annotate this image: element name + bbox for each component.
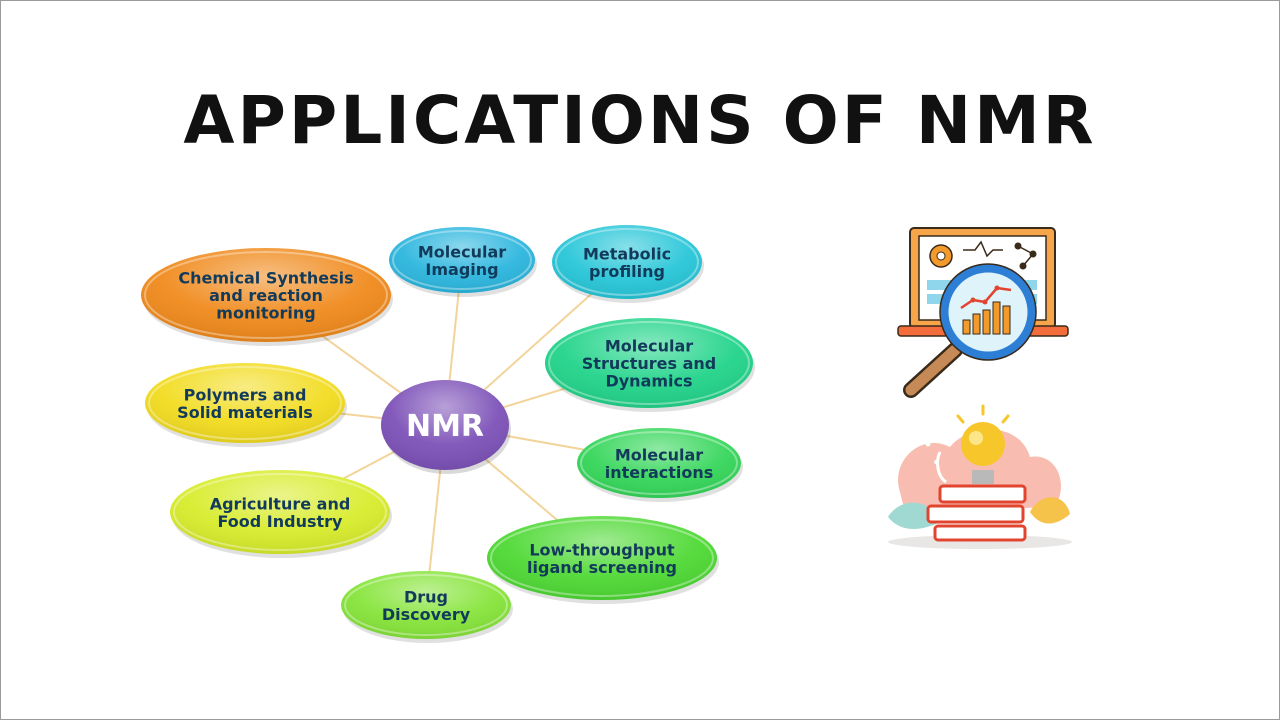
node-label-molecular-interactions: interactions xyxy=(605,463,714,482)
node-label-molecular-structures: Dynamics xyxy=(605,372,692,391)
node-label-drug-discovery: Discovery xyxy=(382,605,471,624)
node-label-molecular-interactions: Molecular xyxy=(615,445,703,464)
node-label-metabolic-profiling: profiling xyxy=(589,262,665,281)
node-label-metabolic-profiling: Metabolic xyxy=(583,244,671,263)
node-label-chemical-synthesis: monitoring xyxy=(216,304,315,323)
node-label-molecular-structures: Molecular xyxy=(605,337,693,356)
node-label-polymers: Polymers and xyxy=(184,385,307,404)
node-label-agriculture: Agriculture and xyxy=(210,494,351,513)
slide-title: APPLICATIONS OF NMR xyxy=(183,82,1097,159)
node-label-molecular-imaging: Molecular xyxy=(418,242,506,261)
node-label-chemical-synthesis: and reaction xyxy=(209,286,323,305)
center-node: NMR xyxy=(381,380,511,474)
node-label-drug-discovery: Drug xyxy=(404,587,448,606)
node-label-molecular-imaging: Imaging xyxy=(425,260,498,279)
analytics-magnifier-icon xyxy=(897,227,1069,398)
node-label-chemical-synthesis: Chemical Synthesis xyxy=(178,269,353,288)
center-node-label: NMR xyxy=(406,409,484,444)
node-label-agriculture: Food Industry xyxy=(218,512,344,531)
books-lightbulb-icon xyxy=(888,404,1072,549)
node-label-polymers: Solid materials xyxy=(177,403,313,422)
node-label-molecular-structures: Structures and xyxy=(582,354,716,373)
node-label-low-throughput: ligand screening xyxy=(527,558,677,577)
node-label-low-throughput: Low-throughput xyxy=(529,540,675,559)
